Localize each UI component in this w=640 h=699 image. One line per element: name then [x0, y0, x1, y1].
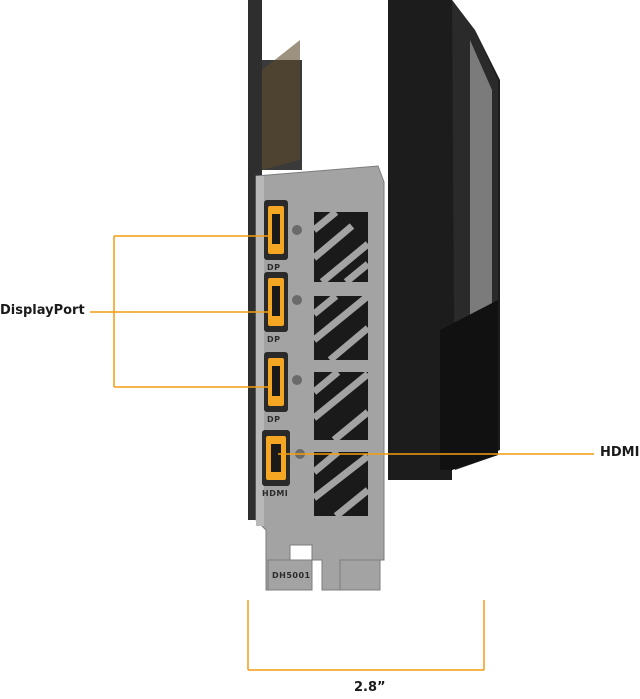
dp-marking-3: DP: [267, 415, 281, 424]
displayport-label: DisplayPort: [0, 303, 85, 318]
displayport-3: DP: [264, 352, 302, 424]
graphics-card-body: [248, 0, 500, 520]
width-dimension-label: 2.8”: [354, 680, 386, 695]
displayport-callout-lines: [90, 235, 270, 388]
displayport-2: DP: [264, 272, 302, 344]
hdmi-label: HDMI: [600, 445, 640, 460]
displayport-1: DP: [264, 200, 302, 272]
width-dimension-bracket: [247, 600, 485, 671]
bracket-code-text: DH5001: [272, 571, 311, 580]
hdmi-marking: HDMI: [262, 489, 288, 498]
hdmi-port: HDMI: [262, 430, 305, 498]
dp-marking-1: DP: [267, 263, 281, 272]
dp-marking-2: DP: [267, 335, 281, 344]
